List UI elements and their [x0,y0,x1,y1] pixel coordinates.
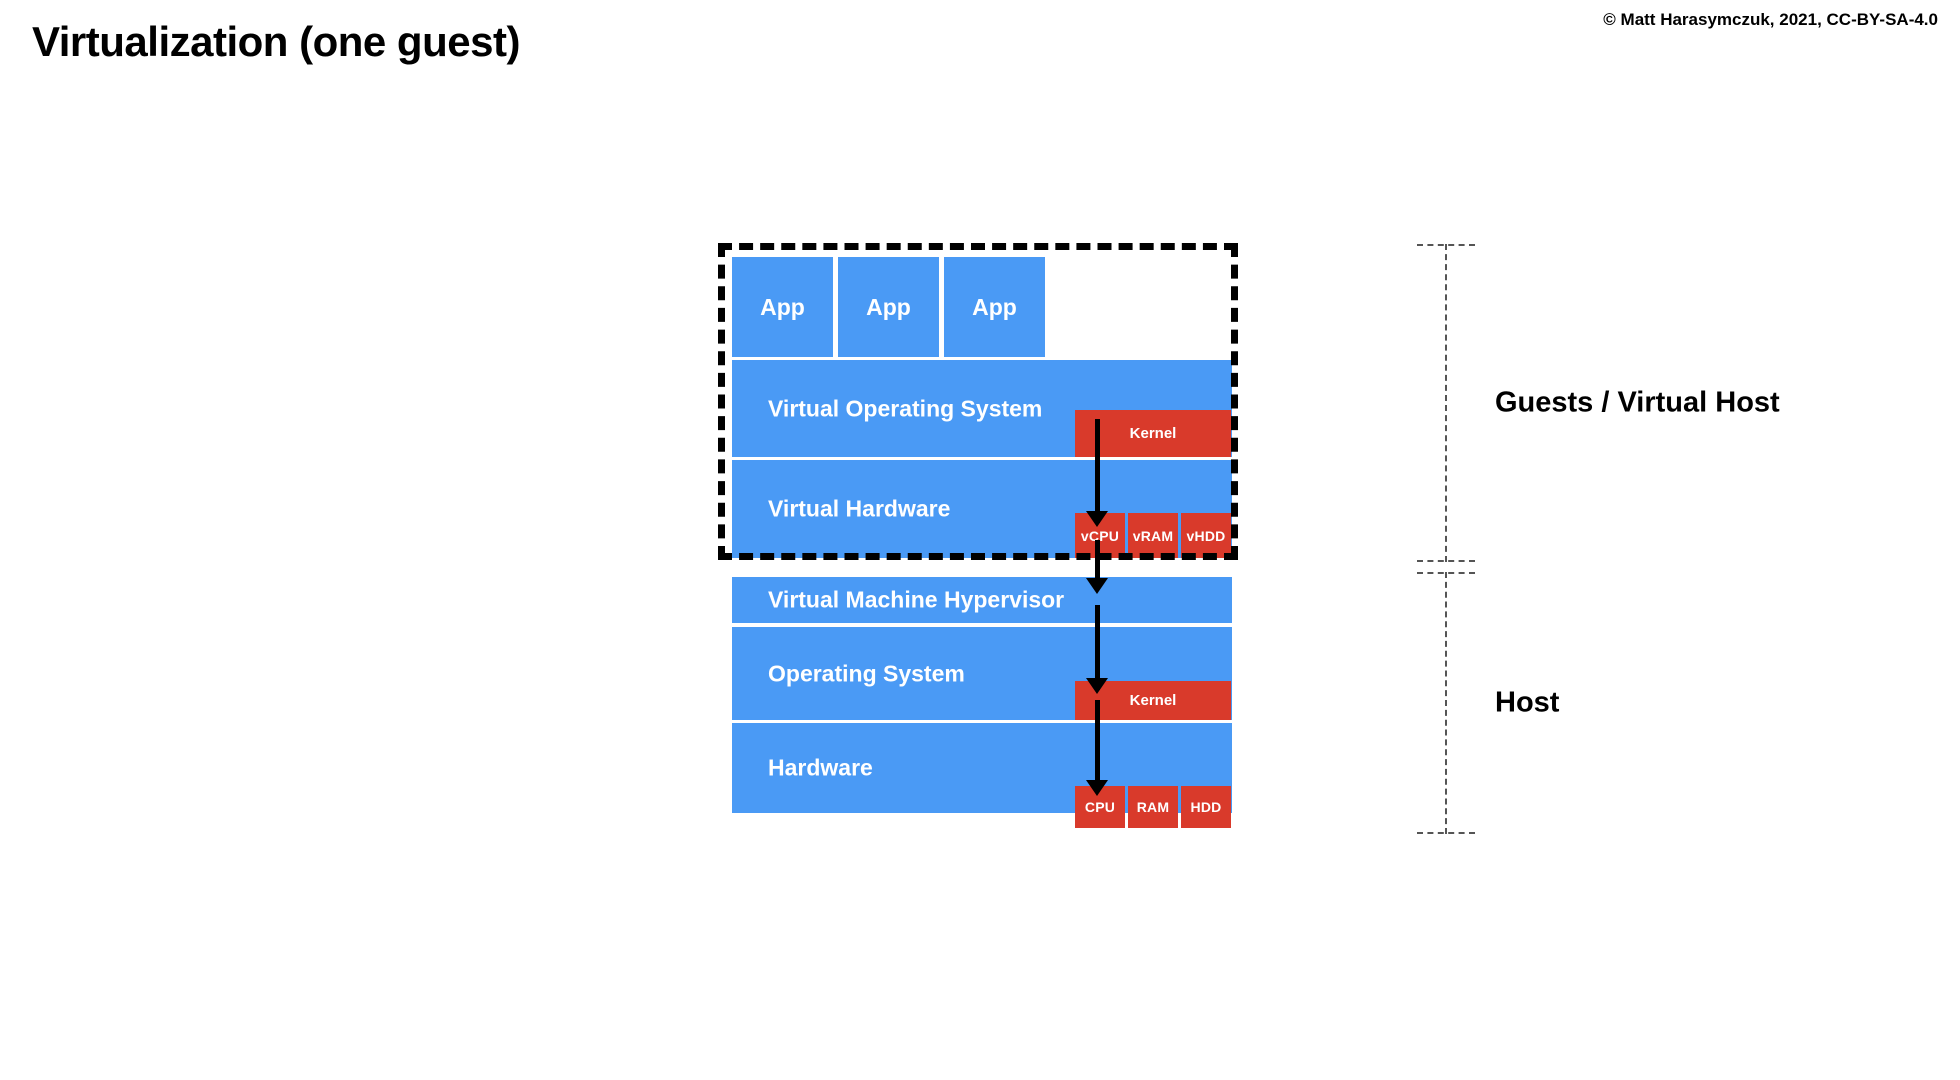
resource-label-vhdd: vHDD [1186,527,1226,544]
guest-app-box-1: App [732,257,833,357]
arrow-guest-kernel-to-vcpu-head [1086,511,1108,527]
guest-app-label-1: App [760,293,805,320]
arrow-host-kernel-to-cpu-head [1086,780,1108,796]
bracket-guests-vline [1445,244,1447,562]
bracket-guests: Guests / Virtual Host [1417,244,1780,562]
copyright-notice: © Matt Harasymczuk, 2021, CC-BY-SA-4.0 [1603,10,1938,29]
guest-app-box-2: App [838,257,939,357]
resource-vhdd: vHDD [1181,513,1231,558]
layer-virtual-machine-hypervisor: Virtual Machine Hypervisor [732,577,1232,623]
bracket-host-tick-bottom [1417,832,1475,834]
page-title: Virtualization (one guest) [32,18,520,65]
resource-ram: RAM [1128,786,1178,828]
arrow-vcpu-to-hypervisor-head [1086,578,1108,594]
resource-cpu: CPU [1075,786,1125,828]
bracket-label-host: Host [1495,686,1560,719]
resource-label-hdd: HDD [1190,799,1222,815]
arrow-guest-kernel-to-vcpu-line [1095,419,1100,523]
layer-virtual-operating-system: Virtual Operating System [732,360,1232,457]
guest-app-label-2: App [866,293,911,320]
layer-label-virtual-hardware: Virtual Hardware [768,495,951,522]
bracket-host-vline [1445,572,1447,834]
layer-label-virtual-machine-hypervisor: Virtual Machine Hypervisor [768,586,1065,613]
arrow-vcpu-to-hypervisor-line [1095,540,1100,588]
guest-kernel-label: Kernel [1129,425,1177,442]
bracket-host: Host [1417,572,1559,834]
guest-kernel-box: Kernel [1075,410,1231,457]
host-kernel-label: Kernel [1129,692,1177,709]
layer-label-virtual-operating-system: Virtual Operating System [768,395,1043,421]
layer-label-hardware: Hardware [768,754,873,781]
guest-app-box-3: App [944,257,1045,357]
bracket-label-guests: Guests / Virtual Host [1495,386,1780,419]
resource-label-ram: RAM [1136,799,1170,815]
resource-label-cpu: CPU [1084,799,1116,815]
guest-app-label-3: App [972,293,1017,320]
resource-vram: vRAM [1128,513,1178,558]
arrow-hypervisor-to-host-kernel-head [1086,678,1108,694]
bracket-guests-tick-bottom [1417,560,1475,562]
resource-label-vcpu: vCPU [1080,527,1120,544]
arrow-hypervisor-to-host-kernel-line [1095,605,1100,690]
layer-label-operating-system: Operating System [768,660,965,686]
resource-hdd: HDD [1181,786,1231,828]
arrow-host-kernel-to-cpu-line [1095,700,1100,790]
resource-label-vram: vRAM [1132,527,1174,544]
